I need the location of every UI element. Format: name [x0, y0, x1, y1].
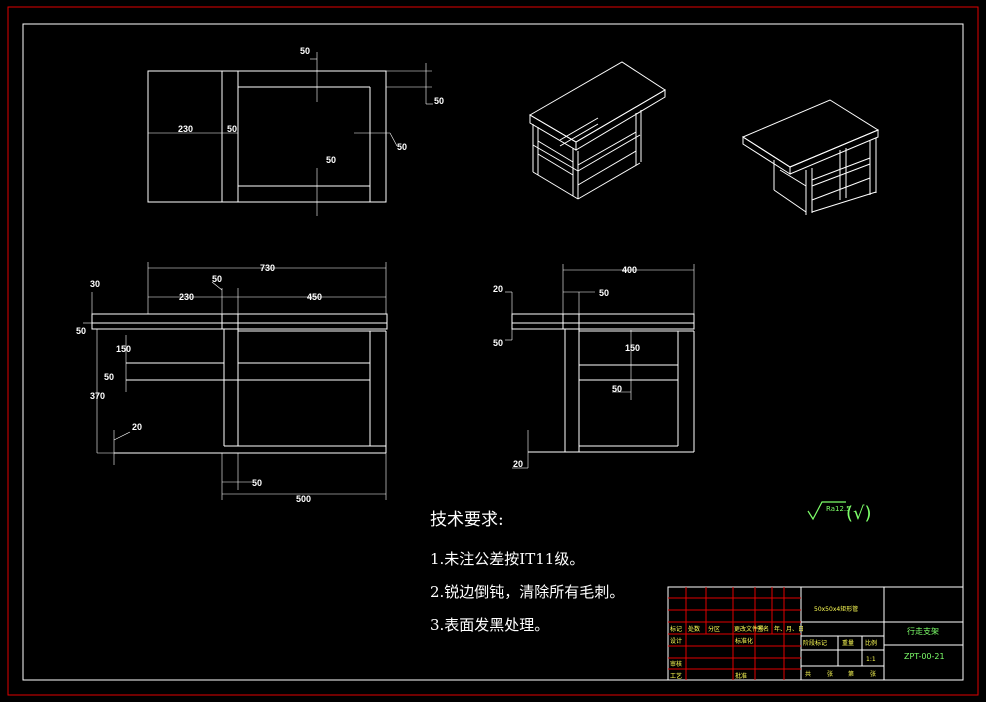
front-dim-bottom: 500 — [296, 494, 311, 504]
notes-item-2: 2.锐边倒钝，清除所有毛刺。 — [430, 583, 625, 601]
roughness-general-symbol: (√) — [846, 503, 872, 524]
side-dim-width: 400 — [622, 265, 637, 275]
plan-view: 50 50 230 50 50 50 — [147, 46, 444, 216]
side-dim-mid: 50 — [612, 384, 622, 394]
notes-item-3: 3.表面发黑处理。 — [430, 616, 550, 634]
tb-label-sign: 签名 — [757, 625, 769, 633]
side-dim-board: 50 — [493, 338, 503, 348]
tb-label-total: 共 — [805, 670, 811, 678]
technical-requirements: 技术要求: 1.未注公差按IT11级。 2.锐边倒钝，清除所有毛刺。 3.表面发… — [430, 505, 624, 647]
plan-dim-right: 50 — [397, 142, 407, 152]
front-dim-board: 50 — [76, 326, 86, 336]
tb-label-weight: 重量 — [842, 639, 854, 647]
tb-label-count: 处数 — [688, 625, 700, 633]
front-dim-width: 730 — [260, 263, 275, 273]
side-dim-upper: 150 — [625, 343, 640, 353]
front-dim-leg: 50 — [252, 478, 262, 488]
tb-label-process: 工艺 — [670, 672, 682, 680]
tb-label-sheet: 张 — [870, 670, 876, 678]
notes-title: 技术要求: — [430, 510, 504, 530]
plan-dim-center: 50 — [326, 155, 336, 165]
front-dim-top-gap: 30 — [90, 279, 100, 289]
outer-border — [7, 6, 979, 696]
plan-dim-mid: 50 — [227, 124, 237, 134]
plan-dim-top: 50 — [300, 46, 310, 56]
tb-drawing-no: ZPT-00-21 — [904, 652, 945, 661]
isometric-view-2 — [741, 99, 880, 215]
tb-label-zone: 分区 — [708, 625, 720, 633]
notes-item-1: 1.未注公差按IT11级。 — [430, 550, 585, 568]
roughness-value: Ra12.5 — [826, 505, 851, 513]
front-dim-span: 450 — [307, 292, 322, 302]
front-dim-post: 50 — [212, 274, 222, 284]
front-dim-foot: 20 — [132, 422, 142, 432]
tb-label-design: 设计 — [670, 637, 682, 645]
side-dim-top: 20 — [493, 284, 503, 294]
tb-label-stage: 阶段标记 — [803, 639, 827, 647]
tb-label-nth: 第 — [848, 670, 854, 678]
inner-border — [22, 23, 964, 681]
tb-label-approve: 批准 — [735, 672, 747, 680]
tb-material: 50x50x4矩形管 — [814, 605, 858, 613]
tb-label-scale: 比例 — [865, 639, 877, 647]
front-dim-mid: 50 — [104, 372, 114, 382]
roughness-symbol: Ra12.5 (√) — [807, 501, 872, 524]
front-dim-upper: 150 — [116, 344, 131, 354]
tb-scale-value: 1:1 — [866, 656, 876, 663]
title-block: 标记 处数 分区 更改文件号 签名 年、月、日 设计 标准化 审核 工艺 批准 … — [667, 586, 964, 681]
front-view: 730 30 230 50 450 50 150 50 370 20 50 50… — [76, 262, 388, 504]
tb-part-name: 行走支架 — [907, 626, 939, 636]
plan-dim-left: 230 — [178, 124, 193, 134]
tb-label-mark: 标记 — [670, 625, 682, 633]
plan-dim-top-right: 50 — [434, 96, 444, 106]
isometric-view-1 — [529, 61, 666, 200]
tb-label-standard: 标准化 — [735, 637, 753, 645]
tb-label-date: 年、月、日 — [774, 625, 804, 633]
front-dim-height: 370 — [90, 391, 105, 401]
tb-label-sheets: 张 — [827, 670, 833, 678]
side-dim-post: 50 — [599, 288, 609, 298]
tb-label-review: 审核 — [670, 660, 682, 668]
tb-label-change: 更改文件号 — [734, 625, 764, 633]
side-dim-foot: 20 — [513, 459, 523, 469]
front-dim-left-offset: 230 — [179, 292, 194, 302]
side-view: 400 20 50 50 150 50 20 — [493, 264, 695, 469]
